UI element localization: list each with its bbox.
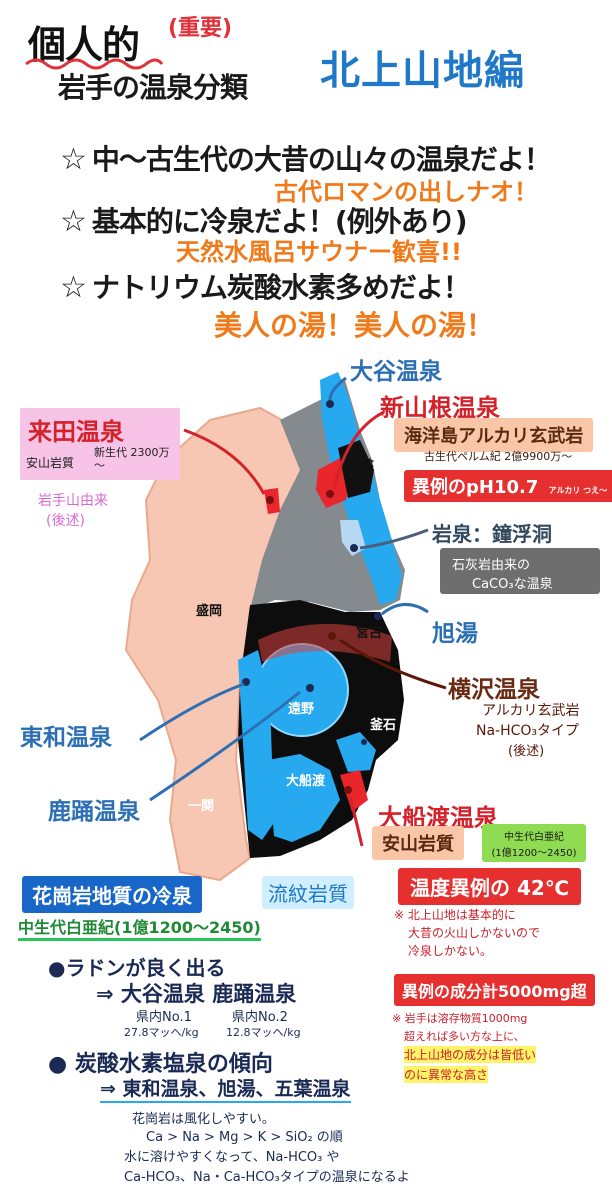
temp-note-2: 大昔の火山しかないので — [408, 926, 541, 940]
radon-rank2: 県内No.2 — [232, 1010, 288, 1025]
bullet-2-text: 基本的に冷泉だよ！(例外あり) — [91, 205, 468, 238]
shinyamane-ph-note: アルカリ つえ～ — [548, 486, 608, 495]
label-shinyamane-onsen: 新山根温泉 — [380, 394, 500, 422]
arrow-ofunato — [348, 795, 364, 847]
star-icon: ☆ — [60, 142, 87, 177]
shinyamane-ph: 異例のpH10.7 — [412, 477, 539, 498]
granite-title: 花崗岩地質の冷泉 — [22, 876, 202, 913]
star-icon: ☆ — [60, 270, 87, 305]
radon-val1: 27.8マッヘ/kg — [124, 1026, 199, 1039]
ofunato-rock: 安山岩質 — [372, 826, 464, 860]
title-subtitle: 岩手の温泉分類 — [58, 71, 248, 104]
city-kuji: 久慈 — [348, 459, 375, 474]
dot-tono — [306, 684, 314, 692]
map-limestone-light — [340, 520, 366, 556]
ryusendo-note-line1: 石灰岩由来の — [452, 558, 531, 573]
shinyamane-age: 古生代ペルム紀 2億9900万～ — [424, 450, 573, 463]
radon-val2: 12.8マッヘ/kg — [226, 1026, 301, 1039]
granite-age: 中生代白亜紀(1億1200～2450) — [18, 914, 261, 941]
ryusendo-note-box: 石灰岩由来の CaCO₃な温泉 — [440, 548, 600, 594]
dot-raida — [266, 496, 274, 504]
dot-ryusendo — [350, 544, 358, 552]
arrow-towa — [139, 682, 245, 742]
label-raida-onsen: 来田温泉 — [28, 418, 124, 446]
yokosawa-note: (後述) — [508, 744, 545, 759]
carbonate-heading: ● 炭酸水素塩泉の傾向 — [48, 1052, 273, 1077]
label-shishiodori-onsen: 鹿踊温泉 — [48, 799, 140, 825]
map-andesite-red-south — [340, 770, 368, 812]
ofunato-age-line1: 中生代白亜紀 — [504, 832, 564, 843]
title-region: 北上山地編 — [320, 48, 525, 94]
label-otani-onsen: 大谷温泉 — [350, 359, 442, 385]
weather-line2: Ca > Na > Mg > K > SiO₂ の順 — [146, 1130, 343, 1145]
bullet-2: ☆基本的に冷泉だよ！(例外あり) — [60, 200, 468, 240]
bullet-1-orange: 古代ロマンの出しナオ！ — [274, 178, 538, 206]
arrow-asahiyu — [381, 603, 429, 616]
bullet-3-text: ナトリウム炭酸水素多めだよ！ — [91, 271, 471, 304]
dot-kamaishi — [361, 739, 367, 745]
carbonate-onsen: ⇒ 東和温泉、旭湯、五葉温泉 — [100, 1074, 351, 1103]
temp-box: 温度異例の 42℃ — [398, 868, 582, 905]
radon-rank1: 県内No.1 — [136, 1010, 192, 1025]
dot-otani — [326, 400, 334, 408]
arrow-shinyamane — [332, 410, 385, 489]
radon-onsen: ⇒ 大谷温泉 鹿踊温泉 — [96, 982, 297, 1006]
map-granite-strip-south — [268, 754, 340, 842]
arrow-otani — [328, 376, 347, 401]
arrow-shishiodori — [149, 690, 301, 802]
bullet-3: ☆ナトリウム炭酸水素多めだよ！ — [60, 266, 471, 306]
title-paren: (重要) — [168, 16, 233, 41]
city-tono: 遠野 — [288, 702, 315, 717]
raida-origin: 岩手山由来 — [38, 493, 108, 509]
arrow-raida — [183, 428, 266, 495]
dot-miyako — [374, 612, 382, 620]
bullet-2-orange: 天然水風呂サウナー歓喜!! — [176, 238, 462, 266]
bullet-1: ☆中～古生代の大昔の山々の温泉だよ！ — [60, 138, 552, 178]
radon-heading: ●ラドンが良く出る — [48, 956, 226, 980]
shinyamane-ph-box: 異例のpH10.7 アルカリ つえ～ — [404, 470, 612, 502]
raida-rock: 安山岩質 — [26, 456, 75, 470]
city-miyako: 宮古 — [356, 626, 383, 641]
arrow-yokosawa — [339, 638, 447, 690]
city-ofunato: 大船渡 — [286, 774, 326, 789]
comp-box: 異例の成分計5000mg超 — [394, 974, 595, 1006]
dot-shinyamane — [326, 490, 334, 498]
yokosawa-rock: アルカリ玄武岩 — [482, 703, 580, 719]
comp-note-2: 超えれば多い方な上に、 — [404, 1030, 525, 1043]
ryusendo-note-line2: CaCO₃な温泉 — [472, 577, 553, 592]
raida-age: 新生代 2300万～ — [94, 446, 170, 472]
temp-note-1: ※ 北上山地は基本的に — [394, 908, 516, 922]
weather-line3: 水に溶けやすくなって、Na-HCO₃ や — [124, 1150, 340, 1165]
city-ichinoseki: 一関 — [188, 799, 215, 814]
ryumon-label: 流紋岩質 — [262, 876, 354, 909]
comp-note-1: ※ 岩手は溶存物質1000mg — [392, 1012, 528, 1025]
map-granite-strip-west — [238, 650, 276, 840]
bullet-3-orange: 美人の湯！美人の湯！ — [214, 309, 495, 342]
title-underline — [25, 58, 164, 70]
arrow-ryusendo — [359, 528, 429, 550]
weather-line1: 花崗岩は風化しやすい。 — [132, 1112, 275, 1127]
bullet-1-text: 中～古生代の大昔の山々の温泉だよ！ — [91, 143, 552, 176]
city-morioka: 盛岡 — [196, 604, 223, 619]
dot-yokosawa — [328, 632, 336, 640]
ofunato-age-box: 中生代白亜紀 (1億1200～2450) — [482, 824, 586, 862]
raida-origin-note: (後述) — [46, 513, 85, 529]
weather-line4: Ca-HCO₃、Na・Ca-HCO₃タイプの温泉になるよ — [124, 1170, 410, 1185]
star-icon: ☆ — [60, 204, 87, 239]
dot-ofunato — [344, 786, 352, 794]
raida-box: 来田温泉 安山岩質 新生代 2300万～ — [20, 408, 180, 480]
shinyamane-rock: 海洋島アルカリ玄武岩 — [394, 418, 594, 452]
comp-note-3: 北上山地の成分は皆低い — [404, 1046, 537, 1063]
label-yokosawa-onsen: 横沢温泉 — [448, 677, 540, 703]
temp-note-3: 冷泉しかない。 — [408, 944, 493, 958]
comp-note-4: のに異常な高さ — [404, 1066, 489, 1083]
city-kamaishi: 釜石 — [370, 718, 397, 733]
ofunato-age-line2: (1億1200～2450) — [491, 848, 577, 859]
label-asahiyu: 旭湯 — [432, 621, 478, 647]
label-towa-onsen: 東和温泉 — [20, 725, 112, 751]
label-ryusendo: 岩泉：鐘浮洞 — [432, 522, 552, 546]
yokosawa-type: Na-HCO₃タイプ — [476, 723, 580, 739]
